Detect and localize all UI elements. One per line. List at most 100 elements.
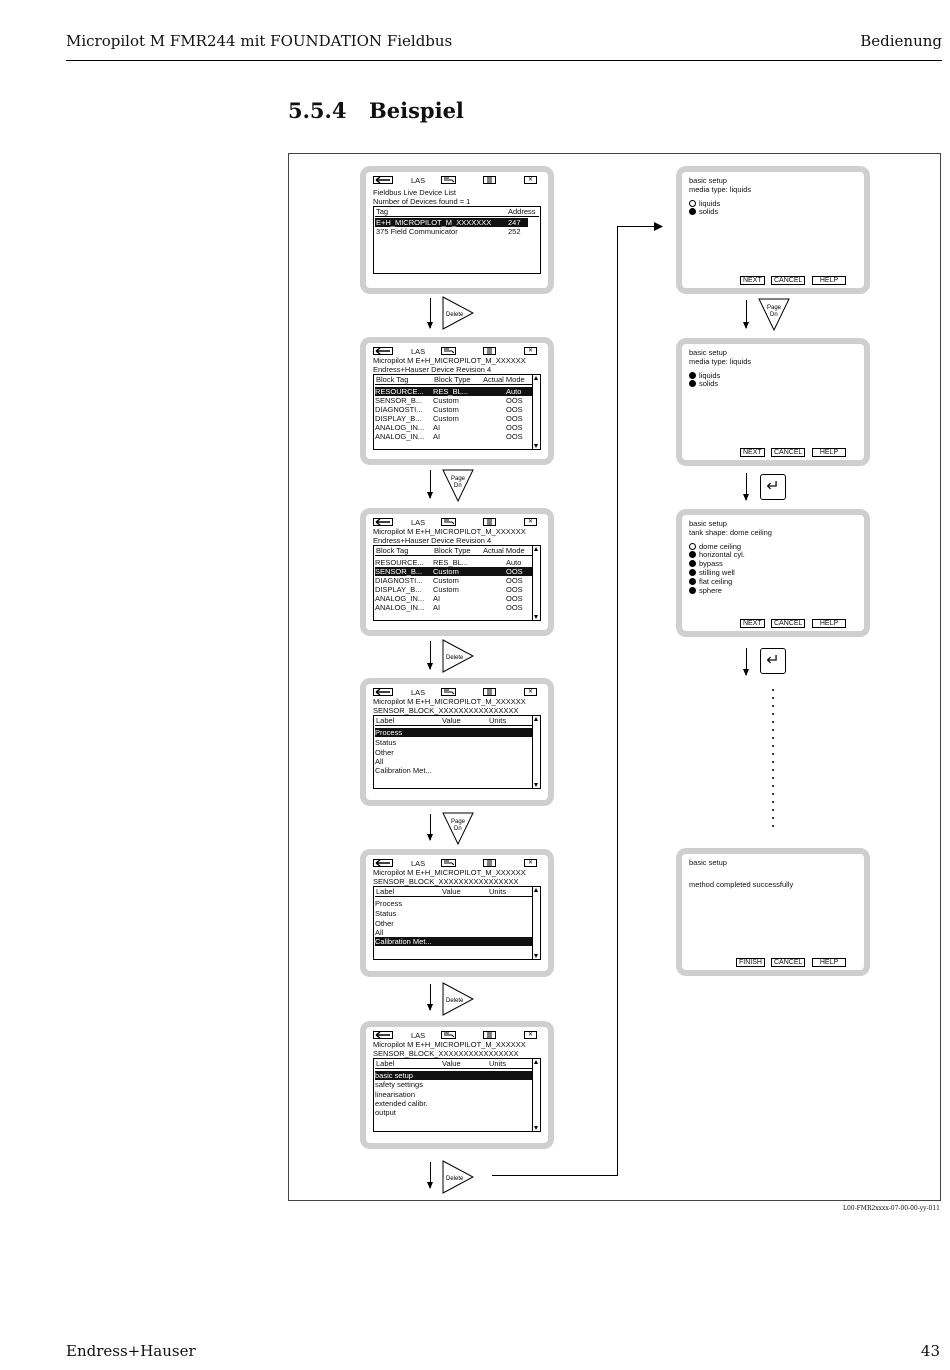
document-icon[interactable]: [483, 1031, 496, 1039]
table-row[interactable]: Calibration Met...: [375, 937, 532, 946]
cancel-button[interactable]: CANCEL: [771, 448, 806, 457]
scroll-down-icon[interactable]: [534, 615, 538, 619]
delete-key[interactable]: Delete: [442, 639, 474, 673]
table-row[interactable]: RESOURCE...RES_BL...Auto: [375, 558, 532, 567]
page-down-key[interactable]: Page Dn: [442, 469, 474, 502]
help-button[interactable]: HELP: [812, 619, 846, 628]
page-down-key[interactable]: Page Dn: [442, 812, 474, 845]
cancel-button[interactable]: CANCEL: [771, 619, 806, 628]
edit-icon[interactable]: [441, 518, 456, 526]
table-row[interactable]: Other: [375, 919, 532, 928]
close-icon[interactable]: ✕: [524, 1031, 537, 1039]
table-row[interactable]: All: [375, 928, 532, 937]
document-icon[interactable]: [483, 859, 496, 867]
edit-icon[interactable]: [441, 859, 456, 867]
enter-key[interactable]: ↵: [760, 648, 786, 674]
table-row[interactable]: Status: [375, 909, 532, 918]
table-row[interactable]: Status: [375, 738, 532, 747]
document-icon[interactable]: [483, 176, 496, 184]
close-icon[interactable]: ✕: [524, 859, 537, 867]
scrollbar[interactable]: [532, 546, 540, 620]
document-icon[interactable]: [483, 518, 496, 526]
close-icon[interactable]: ✕: [524, 347, 537, 355]
radio-option[interactable]: dome ceiling: [689, 542, 741, 551]
table-row[interactable]: All: [375, 757, 532, 766]
scrollbar[interactable]: [532, 716, 540, 788]
table-row[interactable]: Process: [375, 728, 532, 737]
radio-option[interactable]: solids: [689, 207, 718, 216]
delete-key[interactable]: Delete: [442, 296, 474, 330]
cancel-button[interactable]: CANCEL: [771, 276, 806, 285]
table-row[interactable]: output: [375, 1108, 532, 1117]
close-icon[interactable]: ✕: [524, 176, 537, 184]
scroll-up-icon[interactable]: [534, 547, 538, 551]
edit-icon[interactable]: [441, 1031, 456, 1039]
edit-icon[interactable]: [441, 347, 456, 355]
scroll-up-icon[interactable]: [534, 376, 538, 380]
arrow-left-icon[interactable]: [373, 347, 393, 355]
help-button[interactable]: HELP: [812, 958, 846, 967]
next-button[interactable]: NEXT: [740, 276, 765, 285]
next-button[interactable]: NEXT: [740, 448, 765, 457]
document-icon[interactable]: [483, 688, 496, 696]
delete-key[interactable]: Delete: [442, 982, 474, 1016]
scrollbar[interactable]: [532, 887, 540, 959]
radio-option[interactable]: liquids: [689, 371, 720, 380]
scrollbar[interactable]: [532, 375, 540, 449]
help-button[interactable]: HELP: [812, 448, 846, 457]
scroll-down-icon[interactable]: [534, 954, 538, 958]
close-icon[interactable]: ✕: [524, 518, 537, 526]
edit-icon[interactable]: [441, 176, 456, 184]
screen-display: LAS ✕ Fieldbus Live Device List Number o…: [366, 172, 548, 288]
radio-option[interactable]: stilling well: [689, 568, 735, 577]
arrow-left-icon[interactable]: [373, 176, 393, 184]
next-button[interactable]: NEXT: [740, 619, 765, 628]
table-row[interactable]: linearisation: [375, 1090, 532, 1099]
table-row[interactable]: safety settings: [375, 1080, 532, 1089]
table-row[interactable]: E+H_MICROPILOT_M_XXXXXXX 247: [375, 218, 528, 227]
table-row[interactable]: 375 Field Communicator 252: [375, 227, 528, 236]
cancel-button[interactable]: CANCEL: [771, 958, 806, 967]
radio-option[interactable]: horizontal cyl.: [689, 550, 745, 559]
scroll-down-icon[interactable]: [534, 783, 538, 787]
arrow-left-icon[interactable]: [373, 1031, 393, 1039]
radio-option[interactable]: liquids: [689, 199, 720, 208]
scroll-down-icon[interactable]: [534, 444, 538, 448]
scroll-up-icon[interactable]: [534, 1060, 538, 1064]
arrow-left-icon[interactable]: [373, 688, 393, 696]
table-row[interactable]: extended calibr.: [375, 1099, 532, 1108]
radio-option[interactable]: sphere: [689, 586, 722, 595]
scrollbar[interactable]: [532, 1059, 540, 1131]
document-icon[interactable]: [483, 347, 496, 355]
scroll-up-icon[interactable]: [534, 717, 538, 721]
finish-button[interactable]: FINISH: [736, 958, 765, 967]
table-row[interactable]: Calibration Met...: [375, 766, 532, 775]
radio-option[interactable]: solids: [689, 379, 718, 388]
arrow-left-icon[interactable]: [373, 518, 393, 526]
table-row[interactable]: Process: [375, 899, 532, 908]
table-row[interactable]: RESOURCE...RES_BL...Auto: [375, 387, 532, 396]
delete-key[interactable]: Delete: [442, 1160, 474, 1194]
enter-key[interactable]: ↵: [760, 474, 786, 500]
table-row[interactable]: basic setup: [375, 1071, 532, 1080]
edit-icon[interactable]: [441, 688, 456, 696]
help-button[interactable]: HELP: [812, 276, 846, 285]
arrow-left-icon[interactable]: [373, 859, 393, 867]
page-down-key[interactable]: Page Dn: [758, 298, 790, 331]
close-icon[interactable]: ✕: [524, 688, 537, 696]
scroll-up-icon[interactable]: [534, 888, 538, 892]
table-row[interactable]: Other: [375, 748, 532, 757]
scroll-down-icon[interactable]: [534, 1126, 538, 1130]
radio-option[interactable]: bypass: [689, 559, 723, 568]
radio-option[interactable]: flat ceiling: [689, 577, 732, 586]
